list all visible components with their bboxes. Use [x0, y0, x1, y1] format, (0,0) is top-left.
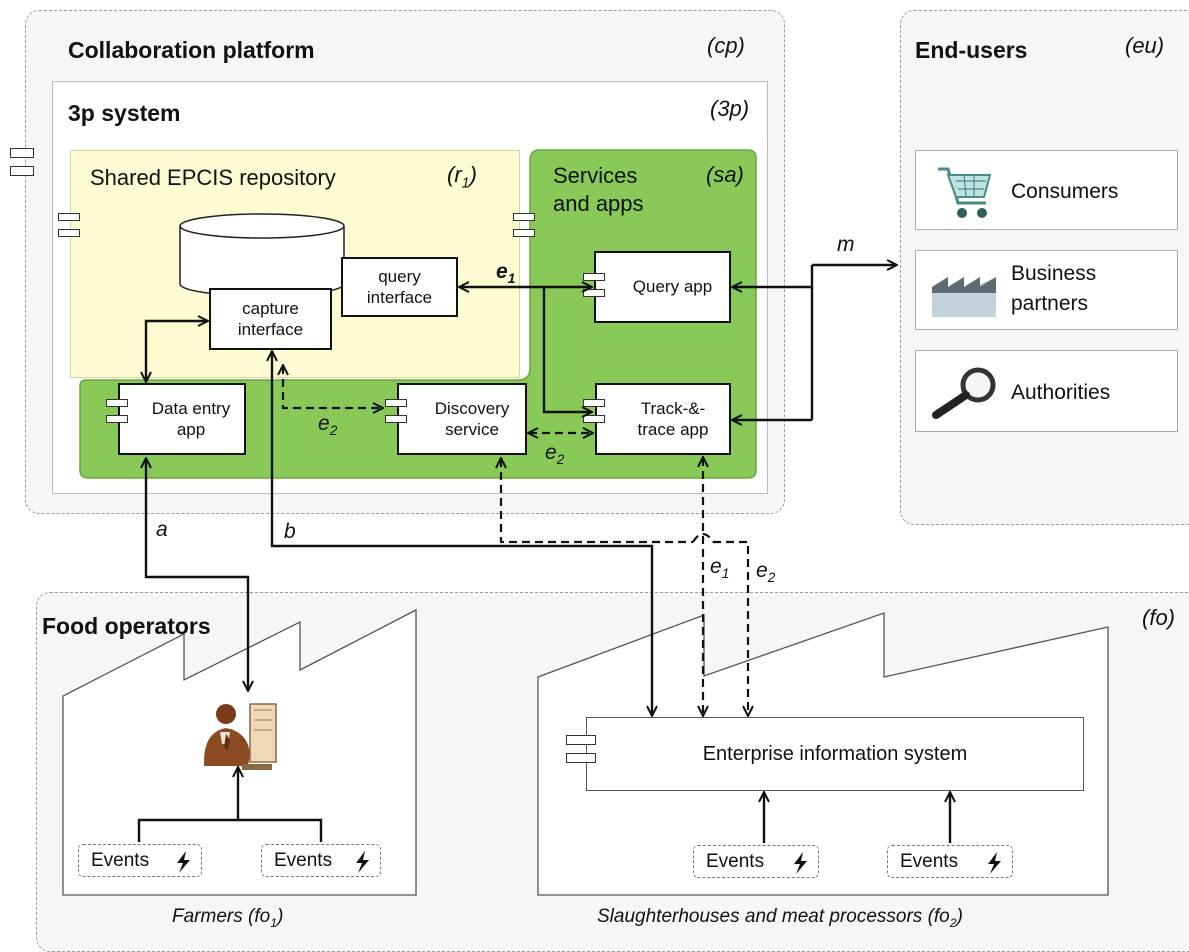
capture-dataentry-link: [146, 321, 207, 381]
database-icon: [179, 213, 345, 297]
lightning-icon: [988, 852, 1001, 874]
authorities-card: Authorities: [915, 350, 1178, 432]
magnifier-icon: [932, 367, 996, 419]
consumers-label: Consumers: [1011, 180, 1119, 203]
e1-track-link: [542, 287, 591, 412]
services-code: (sa): [706, 162, 744, 187]
events-box-farmer-1: Events: [78, 844, 202, 877]
collaboration-platform-title: Collaboration platform: [68, 37, 315, 63]
shopping-cart-icon: [938, 167, 992, 218]
farmer-events-link: [137, 818, 323, 842]
3p-component-icon: [10, 148, 34, 184]
lightning-icon: [177, 851, 190, 873]
data-entry-component-icon: [106, 399, 128, 431]
lightning-icon: [356, 851, 369, 873]
factory-icon: [932, 277, 996, 317]
edge-label-e1-top: e1: [496, 260, 516, 287]
3p-system-code: (3p): [710, 96, 750, 121]
food-operators-code: (fo): [1142, 605, 1175, 630]
edge-label-a: a: [156, 518, 168, 541]
collaboration-platform-code: (cp): [707, 33, 745, 58]
end-users-title: End-users: [915, 37, 1028, 63]
query-app-component-icon: [583, 273, 605, 305]
services-component-icon: [513, 213, 535, 245]
lightning-icon: [794, 852, 807, 874]
edge-label-e2-left: e2: [318, 412, 338, 439]
consumers-card: Consumers: [915, 150, 1178, 230]
slaughterhouses-caption: Slaughterhouses and meat processors (fo2…: [597, 906, 963, 930]
edge-label-e1-bottom: e1: [710, 555, 730, 582]
eis-component-icon: [566, 735, 596, 771]
3p-system-title: 3p system: [68, 100, 181, 126]
query-app-box: Query app: [594, 251, 731, 323]
events-box-processor-2: Events: [887, 845, 1013, 878]
end-users-code: (eu): [1125, 33, 1165, 58]
edge-label-m: m: [837, 233, 855, 256]
edge-label-e2-bottom: e2: [756, 559, 776, 586]
farmers-caption: Farmers (fo1): [172, 906, 284, 930]
events-box-farmer-2: Events: [261, 844, 381, 877]
repository-title: Shared EPCIS repository: [90, 165, 336, 190]
farmer-user-icon: [204, 703, 277, 770]
repository-code: (r1): [447, 162, 477, 192]
edge-label-b: b: [284, 520, 296, 543]
e2-discovery-eis-link: [501, 459, 693, 544]
events-box-processor-1: Events: [693, 845, 819, 878]
edge-label-e2-middle: e2: [545, 441, 565, 468]
a-farmer-link: [146, 459, 248, 690]
enterprise-information-system-box: Enterprise information system: [586, 717, 1084, 791]
repository-component-icon: [58, 213, 80, 245]
b-eis-link: [272, 352, 652, 715]
authorities-label: Authorities: [1011, 381, 1111, 404]
e2-capture-discovery-link: [283, 366, 382, 408]
